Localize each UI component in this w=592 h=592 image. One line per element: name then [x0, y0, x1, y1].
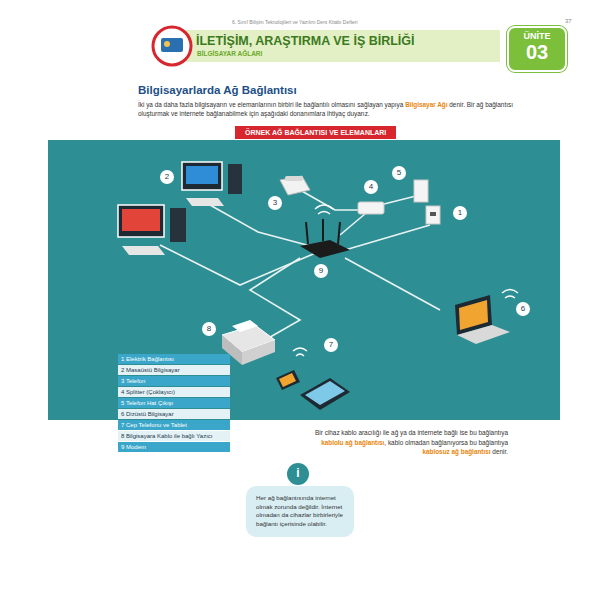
callout-number: 6 [516, 302, 530, 316]
unit-word: ÜNİTE [509, 31, 565, 41]
paragraph-text: Bir cihaz kablo aracılığı ile ağ ya da i… [315, 429, 508, 436]
info-icon [287, 463, 309, 485]
callout-number: 2 [160, 170, 174, 184]
device-list-item: 9 Modem [118, 442, 230, 452]
device-list-item: 5 Telefon Hat Çıkışı [118, 398, 230, 408]
device-list-item: 7 Cep Telefonu ve Tablet [118, 420, 230, 430]
unit-number: 03 [509, 41, 565, 63]
phone-jack [414, 180, 428, 202]
callout-number: 8 [202, 322, 216, 336]
callout-number: 4 [364, 180, 378, 194]
device-list-item: 2 Masaüstü Bilgisayar [118, 365, 230, 375]
desktop-computer [118, 205, 186, 255]
callout-number: 3 [268, 196, 282, 210]
subtitle: BİLGİSAYAR AĞLARI [197, 50, 262, 57]
paragraph-text: İki ya da daha fazla bilgisayarın ve ele… [138, 101, 403, 108]
cables [160, 190, 440, 340]
title-text: İLETİŞİM, ARAŞTIRMA VE İŞ BİRLİĞİ [196, 34, 415, 48]
title-icon-screen [161, 38, 183, 52]
laptop [455, 295, 510, 344]
highlight-term: kablolu ağ bağlantısı [321, 439, 384, 446]
intro-paragraph: İki ya da daha fazla bilgisayarın ve ele… [138, 100, 528, 118]
callout-number: 9 [314, 264, 328, 278]
title-band [160, 30, 500, 62]
highlight-term: kablosuz ağ bağlantısı [422, 448, 490, 455]
device-list-item: 4 Splitter (Çoklayıcı) [118, 387, 230, 397]
highlight-term: Bilgisayar Ağı [405, 101, 447, 108]
title-icon-dot [164, 41, 170, 47]
power-outlet [426, 206, 440, 224]
title-icon [153, 27, 191, 65]
callout-number: 5 [392, 166, 406, 180]
section-banner: ÖRNEK AĞ BAĞLANTISI VE ELEMANLARI [235, 126, 396, 139]
device-list-item: 8 Bilgisayara Kablo ile bağlı Yazıcı [118, 431, 230, 441]
desktop-computer [182, 162, 242, 206]
unit-badge: ÜNİTE03 [507, 26, 567, 72]
info-icon-letter: i [287, 466, 309, 480]
callout-number: 7 [324, 338, 338, 352]
telephone [280, 176, 310, 195]
modem [300, 219, 350, 258]
device-list-item: 3 Telefon [118, 376, 230, 386]
splitter [358, 202, 384, 214]
plug [430, 212, 436, 216]
paragraph-text: , kablo olmadan bağlanıyorsa bu bağlantı… [384, 439, 508, 446]
header-note: 6. Sınıf Bilişim Teknolojileri ve Yazılı… [232, 19, 358, 25]
section-heading: Bilgisayarlarda Ağ Bağlantısı [138, 84, 297, 96]
banner-text: ÖRNEK AĞ BAĞLANTISI VE ELEMANLARI [245, 129, 386, 136]
wired-paragraph: Bir cihaz kablo aracılığı ile ağ ya da i… [296, 428, 508, 457]
info-box: Her ağ bağlantısında internet olmak zoru… [246, 486, 354, 537]
info-text: Her ağ bağlantısında internet olmak zoru… [256, 494, 346, 528]
wifi-signs [293, 205, 518, 356]
device-list-item: 1 Elektrik Bağlantısı [118, 354, 230, 364]
device-list-item: 6 Dizüstü Bilgisayar [118, 409, 230, 419]
network-ground [48, 140, 560, 420]
phone-and-tablet [276, 370, 350, 410]
callout-number: 1 [453, 206, 467, 220]
page-number: 37 [565, 18, 572, 24]
paragraph-text: denir. [492, 448, 508, 455]
